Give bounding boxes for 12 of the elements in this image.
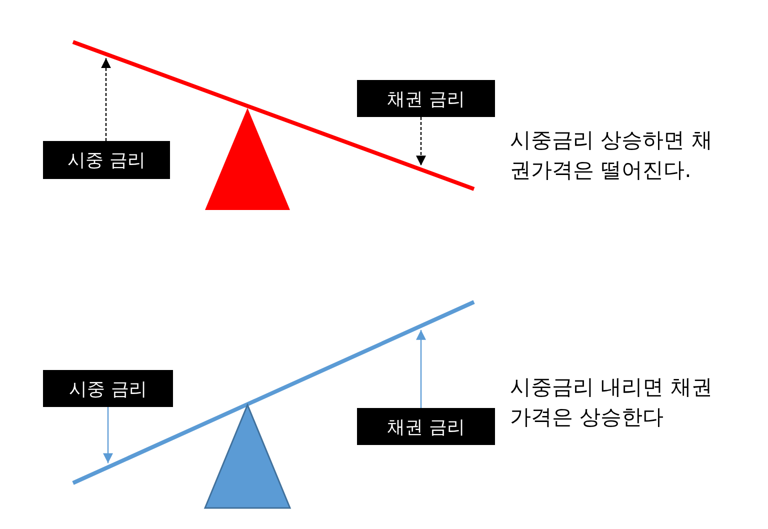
label-box: 채권 금리 (357, 80, 495, 117)
label-box: 채권 금리 (357, 408, 495, 445)
arrow (416, 117, 426, 166)
label-box: 시중 금리 (43, 370, 173, 407)
note-text: 시중금리 상승하면 채권가격은 떨어진다. (510, 127, 714, 184)
fulcrum-triangle (205, 108, 290, 210)
label-box: 시중 금리 (43, 141, 170, 179)
arrow (103, 407, 113, 464)
fulcrum-triangle (204, 403, 292, 509)
arrow (101, 58, 111, 141)
arrow (416, 330, 426, 408)
note-text: 시중금리 내리면 채권가격은 상승한다 (510, 374, 714, 431)
